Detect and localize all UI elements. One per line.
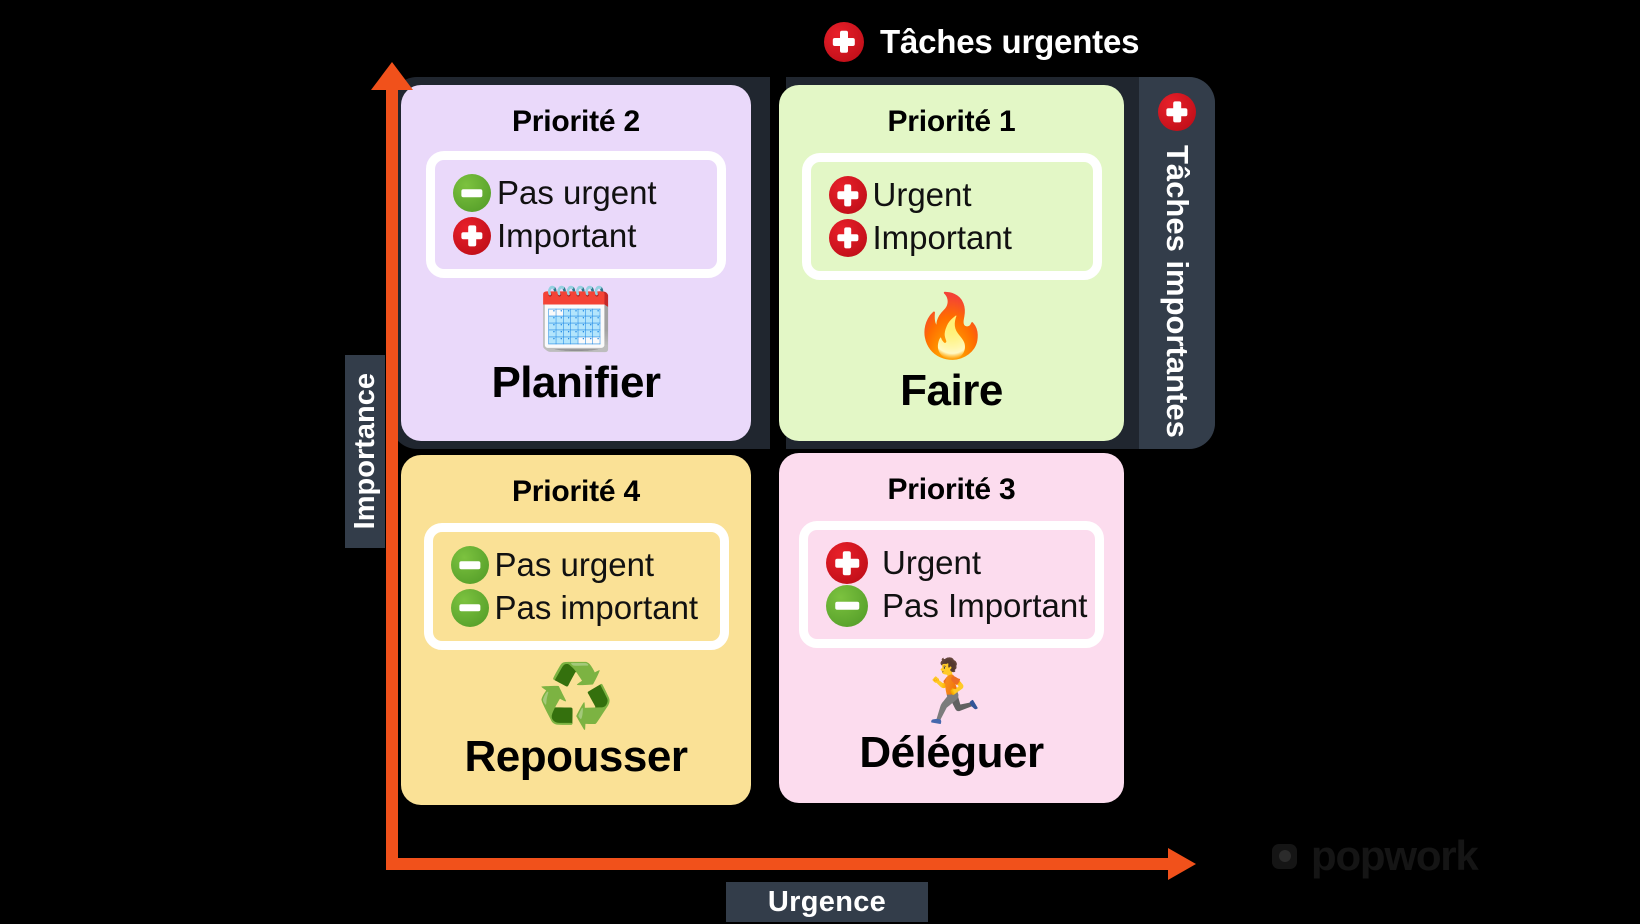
popwork-logo: popwork xyxy=(1272,832,1479,880)
plus-badge-icon xyxy=(828,218,867,257)
important-tasks-label: Tâches importantes xyxy=(1160,145,1195,438)
criteria-row: Important xyxy=(453,215,699,257)
quadrant-priorite-1[interactable]: Priorité 1 Urgent Important 🔥 Faire xyxy=(779,85,1124,441)
arrow-right-icon xyxy=(1168,848,1196,880)
criteria-row: Important xyxy=(828,217,1075,259)
quadrant-title: Priorité 3 xyxy=(887,473,1016,506)
importance-axis-line xyxy=(386,80,398,870)
criteria-label: Pas important xyxy=(494,588,699,626)
quadrant-priorite-3[interactable]: Priorité 3 Urgent Pas Important 🏃 Délégu… xyxy=(779,453,1124,803)
criteria-row: Urgent xyxy=(826,542,1077,585)
minus-badge-icon xyxy=(453,174,491,213)
quadrant-title: Priorité 1 xyxy=(887,105,1016,138)
criteria-label: Urgent xyxy=(872,176,972,214)
criteria-label: Important xyxy=(497,216,637,254)
fire-icon: 🔥 xyxy=(912,292,991,361)
quadrant-action: Planifier xyxy=(491,358,661,407)
plus-badge-icon xyxy=(1158,93,1196,131)
recycle-bin-icon: ♻️ xyxy=(537,662,615,731)
quadrant-priorite-4[interactable]: Priorité 4 Pas urgent Pas important ♻️ R… xyxy=(401,455,751,805)
urgence-axis-label: Urgence xyxy=(726,882,928,922)
quadrant-priorite-2[interactable]: Priorité 2 Pas urgent Important 🗓️ Plani… xyxy=(401,85,751,441)
minus-badge-icon xyxy=(450,588,489,627)
quadrant-action: Faire xyxy=(900,366,1003,415)
quadrant-title: Priorité 4 xyxy=(511,475,641,508)
urgent-tasks-header: Tâches urgentes xyxy=(824,22,1139,62)
quadrant-title: Priorité 2 xyxy=(511,105,641,138)
popwork-mark-icon xyxy=(1272,843,1297,869)
plus-badge-icon xyxy=(824,22,864,62)
quadrant-action: Repousser xyxy=(464,732,688,781)
urgent-tasks-label: Tâches urgentes xyxy=(880,23,1140,60)
criteria-label: Important xyxy=(872,218,1012,256)
urgence-axis-line xyxy=(386,858,1176,870)
minus-badge-icon xyxy=(826,584,868,627)
importance-axis-label: Importance xyxy=(345,355,385,548)
important-tasks-strip: Tâches importantes xyxy=(1139,77,1215,449)
criteria-row: Pas Important xyxy=(826,584,1087,627)
criteria-row: Pas important xyxy=(450,587,702,629)
criteria-row: Pas urgent xyxy=(450,544,702,586)
minus-badge-icon xyxy=(450,546,489,585)
plus-badge-icon xyxy=(453,216,491,255)
criteria-label: Pas urgent xyxy=(494,546,655,584)
arrow-up-icon xyxy=(371,62,413,90)
criteria-box: Pas urgent Pas important xyxy=(423,523,729,650)
calendar-clock-icon: 🗓️ xyxy=(537,286,615,355)
criteria-box: Pas urgent Important xyxy=(426,151,726,278)
popwork-wordmark: popwork xyxy=(1311,832,1479,879)
criteria-row: Pas urgent xyxy=(453,172,699,214)
criteria-box: Urgent Important xyxy=(801,153,1102,280)
relay-race-icon: 🏃 xyxy=(912,658,991,727)
plus-badge-icon xyxy=(828,176,867,215)
plus-badge-icon xyxy=(826,542,868,585)
criteria-box: Urgent Pas Important xyxy=(799,521,1104,648)
quadrant-action: Déléguer xyxy=(859,728,1044,777)
criteria-label: Urgent xyxy=(882,544,982,582)
criteria-label: Pas urgent xyxy=(497,174,657,212)
criteria-row: Urgent xyxy=(828,174,1075,216)
criteria-label: Pas Important xyxy=(882,586,1088,624)
